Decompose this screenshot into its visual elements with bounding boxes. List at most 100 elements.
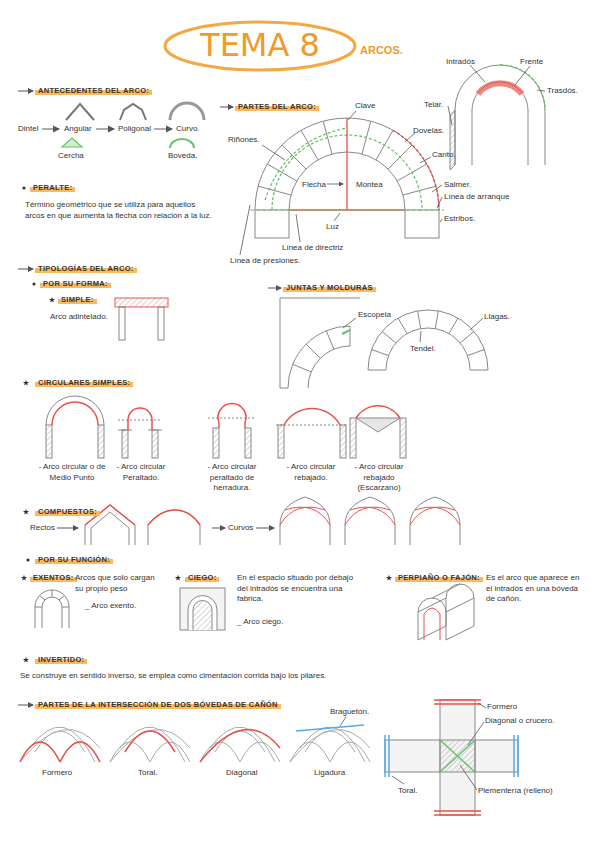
header-text: PERALTE: xyxy=(33,183,72,192)
joints-drawing xyxy=(386,328,470,370)
circular-arches xyxy=(218,404,246,428)
label: Diagonal xyxy=(226,768,258,779)
vault-intersections xyxy=(340,717,346,726)
antecedentes-sketch xyxy=(66,104,94,120)
antecedentes-sketch xyxy=(154,128,172,129)
label: Arco adintelado. xyxy=(50,312,108,323)
arch-parts-drawing xyxy=(393,130,439,210)
arch-parts-leaders xyxy=(437,197,442,208)
bullets xyxy=(175,575,181,581)
header-text: SIMPLE: xyxy=(61,295,94,304)
circular-arches xyxy=(208,418,256,419)
label: Angular xyxy=(64,124,92,135)
label: Tendel. xyxy=(410,344,436,355)
inset-arch xyxy=(455,110,545,165)
section-header: ANTECEDENTES DEL ARCO: xyxy=(35,86,152,96)
label: Trasdós. xyxy=(547,86,578,97)
function-drawings xyxy=(193,601,212,631)
label: - Arco circular rebajado. xyxy=(278,462,344,483)
circular-arches xyxy=(46,425,52,458)
header-text: PERPIAÑO O FAJÓN: xyxy=(398,573,480,582)
joints-drawing xyxy=(280,298,488,388)
title-oval xyxy=(165,22,355,70)
vault-intersections xyxy=(20,717,370,762)
joints-drawing xyxy=(343,318,356,328)
header-text: INVERTIDO: xyxy=(38,655,84,664)
header-text: JUNTAS Y MOLDURAS xyxy=(286,283,373,292)
lintel-drawing xyxy=(115,298,168,307)
antecedentes-sketch xyxy=(96,128,114,129)
circular-arches xyxy=(245,428,251,458)
arch-parts-leaders xyxy=(348,111,356,120)
section-header: SIMPLE: xyxy=(58,295,97,305)
label: Línea de presiones. xyxy=(230,256,300,267)
antecedentes-sketch xyxy=(170,139,194,148)
bullets xyxy=(386,575,392,581)
header-text: ANTECEDENTES DEL ARCO: xyxy=(38,86,149,95)
vault-plan xyxy=(460,765,477,790)
circular-arches xyxy=(340,425,346,458)
label: Ligadura xyxy=(314,768,345,779)
label: Dintel xyxy=(18,124,38,135)
antecedentes-sketch xyxy=(170,103,204,120)
bullets xyxy=(23,380,29,386)
label: - Arco circular rebajado (Escarzano) xyxy=(344,462,414,494)
vault-intersections xyxy=(20,727,100,762)
label: Formero xyxy=(487,702,517,713)
label: Curvo. xyxy=(176,124,200,135)
arch-parts-leaders xyxy=(334,213,340,221)
label: Flecha xyxy=(302,180,326,191)
label: - Arco circular o de Medio Punto xyxy=(36,462,108,483)
label: Curvos xyxy=(228,523,253,534)
joints-drawing xyxy=(342,330,350,334)
header-text: CIRCULARES SIMPLES: xyxy=(38,378,130,387)
label: Boveda. xyxy=(168,151,197,162)
label: Cercha xyxy=(58,151,84,162)
circular-arches xyxy=(213,428,219,458)
arch-parts-drawing xyxy=(250,210,444,211)
header-arrows xyxy=(57,528,78,529)
bullets xyxy=(23,509,29,515)
label: Telar. xyxy=(424,100,443,111)
compound-arches xyxy=(280,497,330,545)
vault-intersections xyxy=(125,731,175,752)
joints-drawing xyxy=(280,298,360,388)
arch-parts-leaders xyxy=(262,145,285,160)
circular-arches xyxy=(118,430,162,431)
compound-arches xyxy=(345,497,395,545)
vault-intersections xyxy=(110,727,190,762)
circular-arches xyxy=(276,425,348,426)
label: Línea de arranque xyxy=(444,192,509,203)
header-text: PARTES DE LA INTERSECCIÓN DE DOS BÓVEDAS… xyxy=(38,700,278,709)
label: Formero xyxy=(42,768,72,779)
title-oval xyxy=(165,22,355,70)
bullets xyxy=(21,186,392,662)
arch-parts-drawing xyxy=(265,128,347,200)
label: Poligonal xyxy=(118,124,151,135)
function-drawings xyxy=(35,590,69,607)
compound-arches xyxy=(410,497,460,545)
circular-arches xyxy=(350,418,356,458)
inset-arch xyxy=(472,82,528,110)
label: Plementería (relleno) xyxy=(478,786,553,797)
joints-drawing xyxy=(368,311,488,370)
compound-arches xyxy=(280,507,330,525)
header-arrows xyxy=(256,528,274,529)
arch-parts-leaders xyxy=(327,184,343,185)
header-arrows xyxy=(18,705,33,706)
bullets xyxy=(23,657,29,663)
section-header: PARTES DE LA INTERSECCIÓN DE DOS BÓVEDAS… xyxy=(35,700,281,710)
label: Diagonal o crucero. xyxy=(485,716,554,727)
vault-plan xyxy=(478,703,486,708)
section-header: POR SU FUNCIÓN: xyxy=(35,555,113,565)
function-drawings xyxy=(188,596,217,631)
compound-arches xyxy=(345,507,395,525)
arch-parts-leaders xyxy=(240,111,442,255)
inset-arch xyxy=(455,65,545,110)
function-drawings xyxy=(35,590,69,628)
vault-plan xyxy=(440,740,475,772)
section-header: INVERTIDO: xyxy=(35,655,87,665)
circular-arches xyxy=(284,408,340,425)
lintel-drawing xyxy=(158,307,164,340)
circular-arches xyxy=(356,406,400,418)
